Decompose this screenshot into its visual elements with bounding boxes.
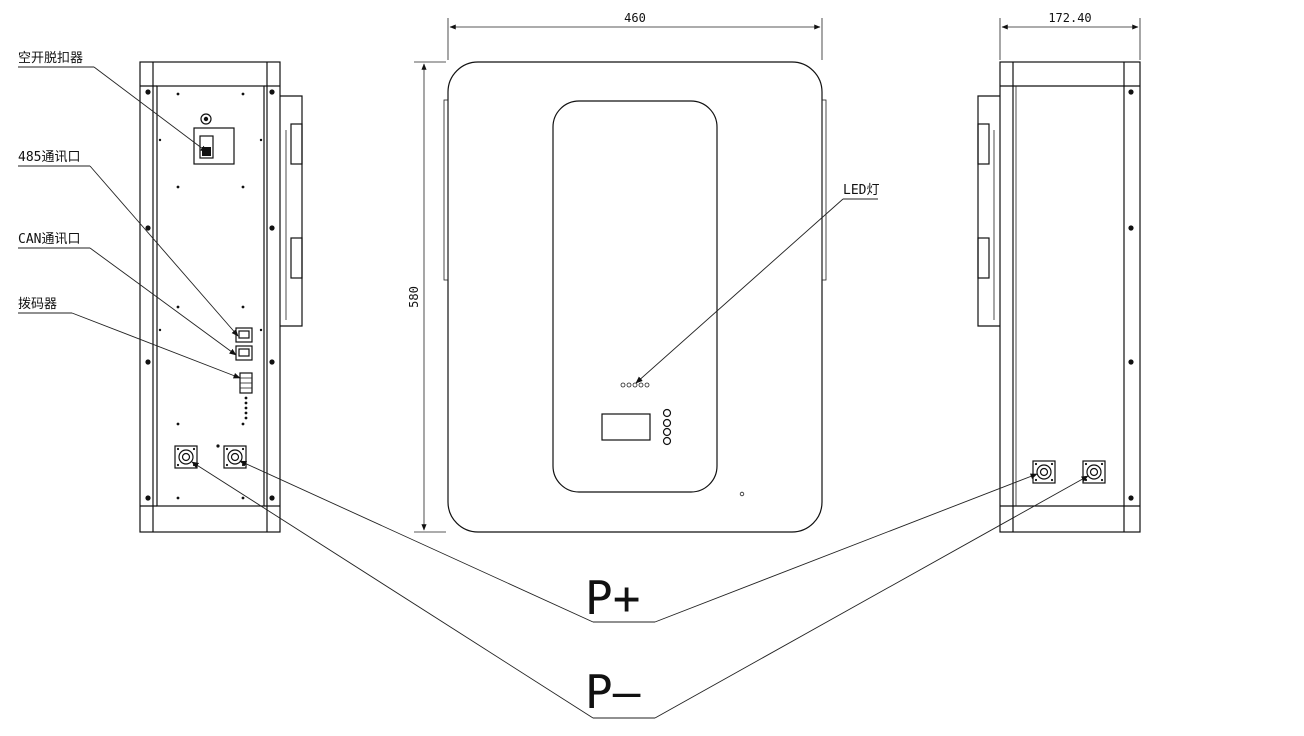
label-rs485: 485通讯口 — [18, 150, 80, 165]
right-side-view: 172.40 — [977, 11, 1141, 533]
left-terminal-positive — [223, 445, 247, 469]
callout-p-minus: P— — [191, 461, 1089, 719]
display-window — [601, 413, 651, 441]
label-p-minus: P— — [585, 665, 641, 719]
front-buttons — [662, 408, 672, 446]
front-view: 460 580 — [407, 11, 827, 533]
callout-dip: 拨码器 — [18, 297, 241, 379]
callout-led: LED灯 — [635, 183, 879, 384]
label-breaker: 空开脱扣器 — [18, 51, 83, 66]
breaker-switch — [193, 113, 235, 165]
right-terminal-positive — [1032, 460, 1056, 484]
callout-breaker: 空开脱扣器 — [18, 51, 208, 153]
can-port — [235, 345, 253, 361]
dimension-depth: 172.40 — [1048, 11, 1091, 25]
dimension-width: 460 — [624, 11, 646, 25]
label-p-plus: P+ — [585, 571, 640, 625]
label-led: LED灯 — [843, 183, 879, 198]
dip-switch — [239, 372, 253, 420]
callout-p-plus: P+ — [239, 460, 1038, 625]
label-can: CAN通讯口 — [18, 232, 80, 247]
callout-rs485: 485通讯口 — [18, 150, 239, 337]
dimension-height: 580 — [407, 286, 421, 308]
led-indicator-dots — [620, 382, 650, 388]
callout-can: CAN通讯口 — [18, 232, 237, 356]
left-terminal-negative — [174, 445, 198, 469]
left-side-view — [139, 61, 303, 533]
label-dip: 拨码器 — [18, 297, 57, 312]
rs485-port — [235, 327, 253, 343]
right-terminal-negative — [1082, 460, 1106, 484]
